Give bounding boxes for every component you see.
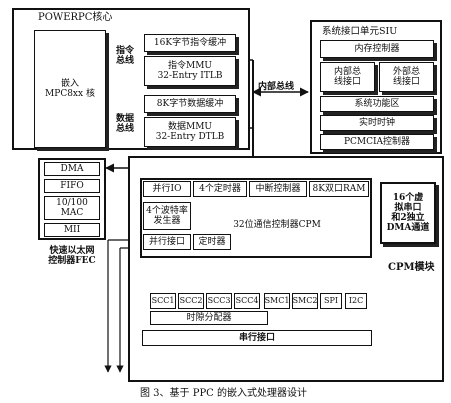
sys-func-box: 系统功能区	[320, 96, 434, 112]
serial-if-box: 串行接口	[142, 330, 372, 346]
pcmcia-box: PCMCIA控制器	[320, 134, 434, 150]
smc1-box: SMC1	[264, 293, 290, 309]
tsa-box: 时隙分配器	[150, 311, 268, 325]
spi-box: SPI	[320, 293, 342, 309]
cpm-cpu-label: 32位通信控制器CPM	[233, 220, 321, 230]
intc-box: 中断控制器	[249, 181, 307, 197]
cpm-module-label: CPM模块	[388, 262, 435, 273]
int-bus-if-box: 内部总线接口	[320, 62, 375, 92]
scc4-box: SCC4	[234, 293, 260, 309]
scc2-box: SCC2	[178, 293, 204, 309]
fec-mii-box: MII	[44, 223, 100, 237]
fec-dma-box: DMA	[44, 162, 100, 176]
scc3-box: SCC3	[206, 293, 232, 309]
pio-box: 并行IO	[143, 181, 191, 197]
internal-bus-label: 内部总线	[258, 82, 295, 92]
embedded-core-label-1: 嵌入	[60, 79, 79, 89]
timer-box: 定时器	[193, 234, 231, 250]
siu-title: 系统接口单元SIU	[322, 26, 398, 37]
fec-title: 快速以太网控制器FEC	[48, 246, 96, 266]
mem-ctrl-box: 内存控制器	[320, 40, 434, 58]
i2c-box: I2C	[345, 293, 367, 309]
timers4-box: 4个定时器	[193, 181, 247, 197]
baud-gen-box: 4个波特率发生器	[143, 202, 191, 230]
smc2-box: SMC2	[292, 293, 318, 309]
instr-bus-label: 指令总线	[115, 46, 134, 66]
rtc-box: 实时时钟	[320, 115, 434, 131]
embedded-core-label-2: MPC8xx 核	[45, 89, 95, 99]
powerpc-core-title: POWERPC核心	[38, 12, 113, 23]
embedded-core-box: 嵌入 MPC8xx 核	[34, 30, 106, 148]
ext-bus-if-box: 外部总线接口	[379, 62, 434, 92]
fec-fifo-box: FIFO	[44, 179, 100, 193]
figure-caption: 图 3、基于 PPC 的嵌入式处理器设计	[140, 388, 308, 399]
dpram-box: 8K双口RAM	[309, 181, 369, 197]
dcache-box: 8K字节数据缓冲	[144, 95, 236, 113]
parallel-if-box: 并行接口	[143, 234, 191, 250]
scc1-box: SCC1	[150, 293, 176, 309]
data-bus-label: 数据总线	[115, 114, 134, 134]
icache-box: 16K字节指令缓冲	[144, 34, 236, 52]
